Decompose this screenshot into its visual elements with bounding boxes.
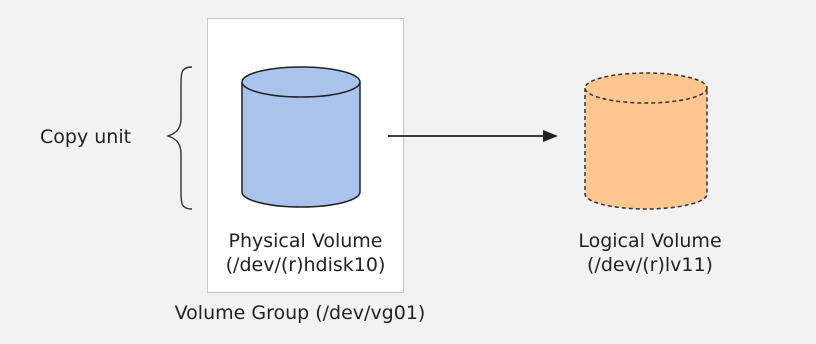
volume-group-label: Volume Group (/dev/vg01) [174,302,426,324]
physical-volume-name: Physical Volume [228,230,383,252]
logical-volume-label: Logical Volume (/dev/(r)lv11) [540,229,760,277]
logical-volume-name: Logical Volume [578,230,722,252]
copy-arrow [388,130,558,142]
logical-volume-device: (/dev/(r)lv11) [587,254,713,276]
copy-unit-brace [165,66,193,210]
physical-volume-device: (/dev/(r)hdisk10) [225,254,386,276]
physical-volume-label: Physical Volume (/dev/(r)hdisk10) [207,229,404,277]
physical-volume-cylinder [241,66,361,208]
logical-volume-cylinder [584,72,708,210]
copy-unit-label: Copy unit [40,126,132,148]
